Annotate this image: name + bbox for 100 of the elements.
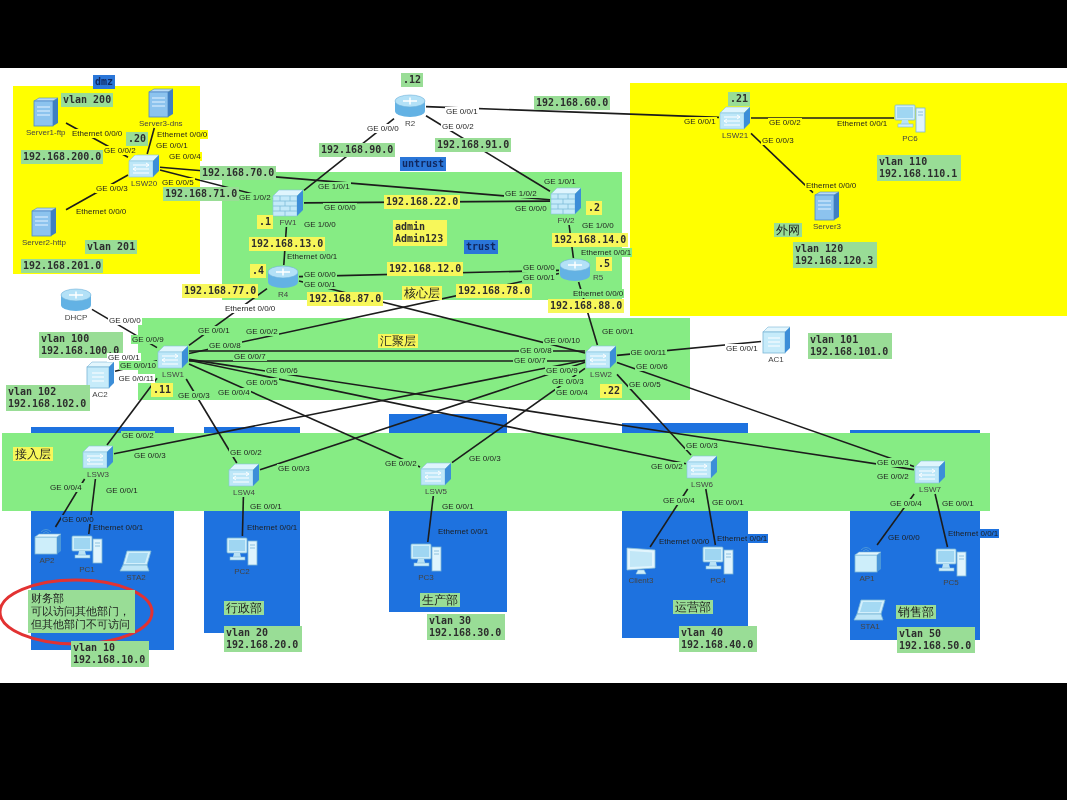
connection-line [54, 478, 86, 528]
vlan-label: vlan 50 192.168.50.0 [897, 627, 976, 653]
port-label: GE 0/0/1 [522, 272, 556, 282]
device-label: Server3 [813, 222, 841, 231]
ip-label: .20 [126, 132, 149, 146]
port-label: GE 0/0/2 [384, 458, 418, 468]
port-label: GE 0/0/1 [303, 279, 337, 289]
ip-label: .11 [151, 383, 174, 397]
connection-line [649, 488, 689, 548]
port-label: GE 0/0/2 [121, 430, 155, 440]
connection-line [750, 132, 814, 194]
ip-label: 192.168.201.0 [21, 259, 104, 273]
device-label: LSW6 [691, 480, 713, 489]
port-label: Ethernet 0/0/0 [75, 206, 128, 216]
port-label: GE 0/0/4 [889, 498, 923, 508]
port-label: GE 0/0/2 [103, 145, 137, 155]
port-label: GE 0/0/0 [887, 532, 921, 542]
device-label: FW1 [279, 218, 297, 227]
port-label: GE 0/0/8 [208, 340, 242, 350]
edge-label: 192.168.70.0 [200, 166, 277, 180]
port-label: GE 0/0/3 [551, 376, 585, 386]
port-label: GE 0/0/4 [168, 151, 202, 161]
device-label: R2 [404, 119, 416, 128]
port-label: GE 0/0/11 [629, 347, 667, 357]
port-label: Ethernet 0/0/1 [246, 522, 299, 532]
connection-line [106, 377, 158, 446]
edge-label: 192.168.12.0 [387, 262, 464, 276]
port-label: GE 0/0/6 [635, 361, 669, 371]
vlan-label: vlan 20 192.168.20.0 [224, 626, 303, 652]
port-label: Ethernet 0/0/1 [836, 118, 889, 128]
port-label: Ethernet 0/0/1 [947, 528, 1000, 538]
device-label: Client3 [628, 576, 654, 585]
device-label: PC3 [418, 573, 434, 582]
device-label: FW2 [557, 216, 575, 225]
device-label: LSW7 [919, 485, 941, 494]
port-label: Ethernet 0/0/1 [92, 522, 145, 532]
port-label: GE 0/0/8 [519, 345, 553, 355]
connection-line [259, 361, 586, 471]
port-label: Ethernet 0/0/0 [572, 288, 625, 298]
device-label: LSW20 [130, 179, 158, 188]
edge-label: 192.168.90.0 [319, 143, 396, 157]
connection-line [188, 363, 421, 468]
port-label: GE 0/0/3 [177, 390, 211, 400]
port-label: Ethernet 0/0/0 [658, 536, 711, 546]
port-label: Ethernet 0/0/1 [286, 251, 339, 261]
port-label: Ethernet 0/0/1 [437, 526, 490, 536]
port-label: GE 1/0/1 [543, 176, 577, 186]
device-label: Server3-dns [139, 119, 183, 128]
port-label: GE 0/0/3 [876, 457, 910, 467]
vlan-label: vlan 101 192.168.101.0 [808, 333, 893, 359]
zone-title: 外网 [774, 223, 802, 237]
port-label: GE 0/0/1 [445, 106, 479, 116]
device-label: STA1 [860, 622, 880, 631]
port-label: GE 0/0/4 [662, 495, 696, 505]
edge-label: 192.168.91.0 [435, 138, 512, 152]
vlan-label: vlan 10 192.168.10.0 [71, 641, 150, 667]
vlan-label: vlan 200 [61, 93, 114, 107]
port-label: GE 0/0/5 [161, 177, 195, 187]
ip-label: 192.168.200.0 [21, 150, 104, 164]
connection-line [241, 496, 245, 537]
vlan-label: vlan 120 192.168.120.3 [793, 242, 878, 268]
ip-label: .12 [401, 73, 424, 87]
layer-title: 汇聚层 [378, 334, 418, 348]
port-label: GE 0/0/0 [323, 202, 357, 212]
department-title: 运营部 [673, 600, 713, 614]
port-label: GE 0/0/9 [545, 365, 579, 375]
port-label: GE 1/0/0 [581, 220, 615, 230]
port-label: GE 0/0/3 [133, 450, 167, 460]
connection-line [750, 117, 895, 119]
edge-label: 192.168.77.0 [182, 284, 259, 298]
port-label: GE 0/0/5 [245, 377, 279, 387]
port-label: Ethernet 0/0/0 [71, 128, 124, 138]
port-label: GE 0/0/6 [265, 365, 299, 375]
port-label: Ethernet 0/0/0 [224, 303, 277, 313]
connection-line [146, 127, 156, 155]
port-label: GE 0/0/2 [768, 117, 802, 127]
layer-title: 核心层 [402, 286, 442, 300]
port-label: GE 0/0/2 [650, 461, 684, 471]
device-label: R5 [593, 273, 604, 282]
port-label: Ethernet 0/0/1 [716, 533, 769, 543]
vlan-label: vlan 201 [85, 240, 138, 254]
vlan-label: vlan 102 192.168.102.0 [6, 385, 91, 411]
device-label: PC1 [79, 565, 95, 574]
port-label: GE 0/0/2 [876, 471, 910, 481]
port-label: GE 0/0/1 [441, 501, 475, 511]
port-label: GE 0/0/10 [119, 360, 158, 370]
connection-line [427, 495, 435, 543]
connection-line [65, 174, 129, 211]
zone-tag: untrust [400, 157, 447, 171]
port-label: GE 0/0/0 [108, 315, 142, 325]
device-label: LSW5 [425, 487, 447, 496]
port-label: GE 0/0/7 [233, 351, 267, 361]
device-label: LSW3 [87, 470, 109, 479]
zone-tag: dmz [93, 75, 116, 89]
connection-line [188, 360, 586, 362]
device-label: Server2-http [22, 238, 67, 247]
ip-label: .4 [250, 264, 267, 278]
device-label: AP2 [39, 556, 55, 565]
device-label: R4 [277, 290, 289, 299]
department-title: 财务部 [30, 591, 65, 605]
